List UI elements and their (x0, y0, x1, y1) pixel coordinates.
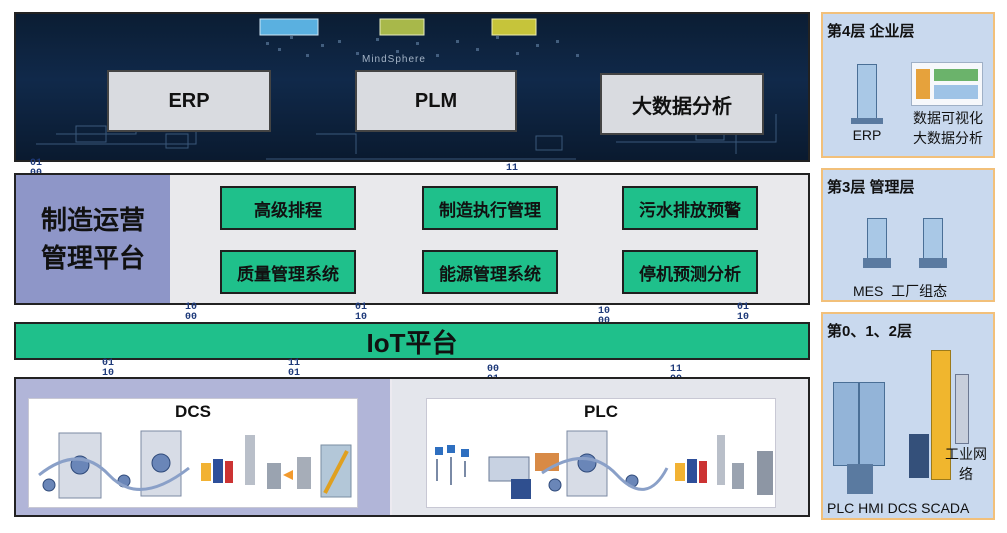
mes-server-base (863, 258, 891, 268)
layer-3-title: 第3层 管理层 (827, 179, 915, 196)
layer-012-network-label: 工业网络 (945, 446, 987, 482)
mes-server-icon (867, 218, 887, 260)
dcs-label: DCS (175, 402, 211, 421)
layer-4-erp-label: ERP (852, 127, 882, 143)
plc-cabinet-base (847, 464, 873, 494)
dcs-panel: DCS (28, 398, 358, 508)
platform-label: MindSphere (362, 54, 426, 65)
dcs-module-rack-icon (931, 350, 951, 480)
module-energy: 能源管理系统 (422, 250, 558, 294)
layer-012-field: 第0、1、2层 工业网络 PLC HMI DCS SCADA (821, 312, 995, 520)
module-quality: 质量管理系统 (220, 250, 356, 294)
erp-box: ERP (107, 70, 271, 132)
layer-012-labels: PLC HMI DCS SCADA (827, 500, 970, 516)
layer-3-labels: MES 工厂组态 (853, 283, 948, 299)
plc-panel: PLC (426, 398, 776, 508)
plc-cabinet-icon (833, 382, 885, 467)
hmi-device-icon (909, 434, 929, 478)
bits-2: 11 (506, 163, 519, 174)
plc-label: PLC (584, 402, 618, 421)
dcs-process-illustration (38, 430, 352, 499)
layer-4-title: 第4层 企业层 (827, 23, 915, 40)
mfg-platform-title: 制造运营 管理平台 (16, 175, 170, 303)
layer-4-enterprise: 第4层 企业层 ERP 数据可视化大数据分析 (821, 12, 995, 158)
module-downtime-prediction: 停机预测分析 (622, 250, 758, 294)
layer-3-management: 第3层 管理层 MES 工厂组态 (821, 168, 995, 302)
module-sewage-warning: 污水排放预警 (622, 186, 758, 230)
network-switch-icon (955, 374, 969, 444)
erp-server-icon (857, 64, 877, 120)
server-base (851, 118, 883, 124)
bigdata-box: 大数据分析 (600, 73, 764, 135)
dashboard-screenshot-icon (911, 62, 983, 106)
layer-4-viz-label: 数据可视化大数据分析 (913, 110, 983, 146)
plm-box: PLM (355, 70, 517, 132)
module-scheduling: 高级排程 (220, 186, 356, 230)
plc-process-illustration (435, 430, 773, 499)
iot-platform-bar: IoT平台 (14, 322, 810, 360)
factory-server-base (919, 258, 947, 268)
module-mes: 制造执行管理 (422, 186, 558, 230)
layer-012-title: 第0、1、2层 (827, 323, 913, 340)
factory-server-icon (923, 218, 943, 260)
